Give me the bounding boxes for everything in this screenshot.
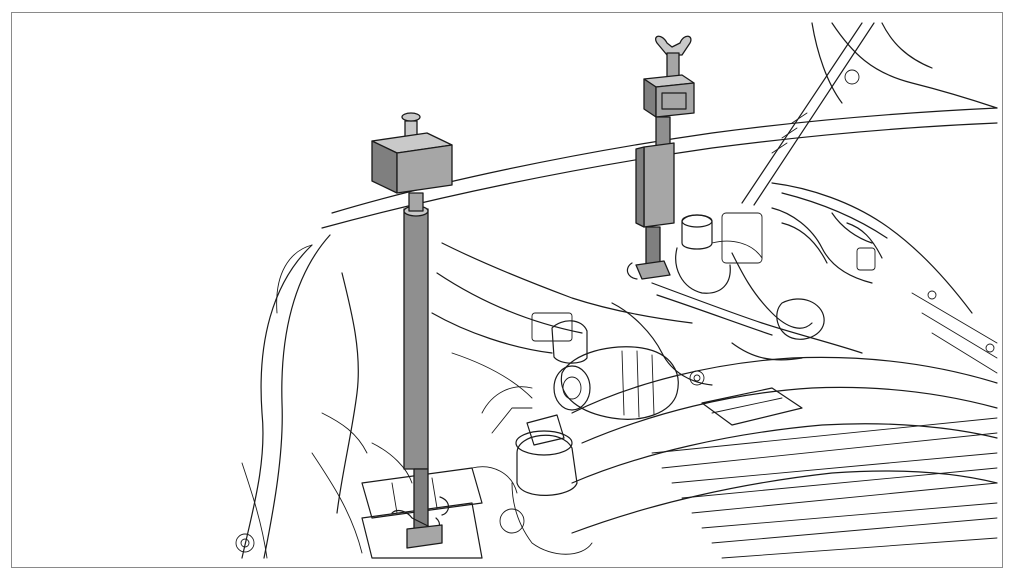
fender-lines — [235, 242, 693, 559]
hoses — [611, 207, 883, 386]
sleeve-side — [635, 146, 645, 228]
sleeve — [643, 142, 675, 228]
rod-neck — [408, 192, 424, 212]
rod-upper — [403, 208, 429, 470]
alternator — [531, 312, 679, 420]
lower-rod — [645, 226, 661, 268]
retaining-clip — [391, 509, 441, 530]
engine-block — [571, 356, 998, 559]
wing-nut-icon — [655, 35, 692, 56]
engine-bay-illustration — [235, 22, 998, 559]
rod-lower — [413, 468, 429, 532]
block-front — [396, 144, 453, 194]
bracket-window — [661, 92, 687, 110]
illustration-frame — [11, 12, 1003, 568]
foot-bracket — [635, 260, 671, 280]
right-support-tool — [626, 35, 695, 280]
oil-filler-cap — [481, 386, 593, 555]
rod-foot — [406, 524, 443, 549]
upper-rod — [655, 116, 671, 148]
front-crossmember — [361, 466, 518, 559]
bolt-head — [401, 112, 421, 122]
brake-reservoir — [675, 212, 763, 294]
left-support-tool — [371, 112, 453, 549]
hood-outline — [241, 107, 998, 559]
hinge-area — [741, 22, 998, 374]
